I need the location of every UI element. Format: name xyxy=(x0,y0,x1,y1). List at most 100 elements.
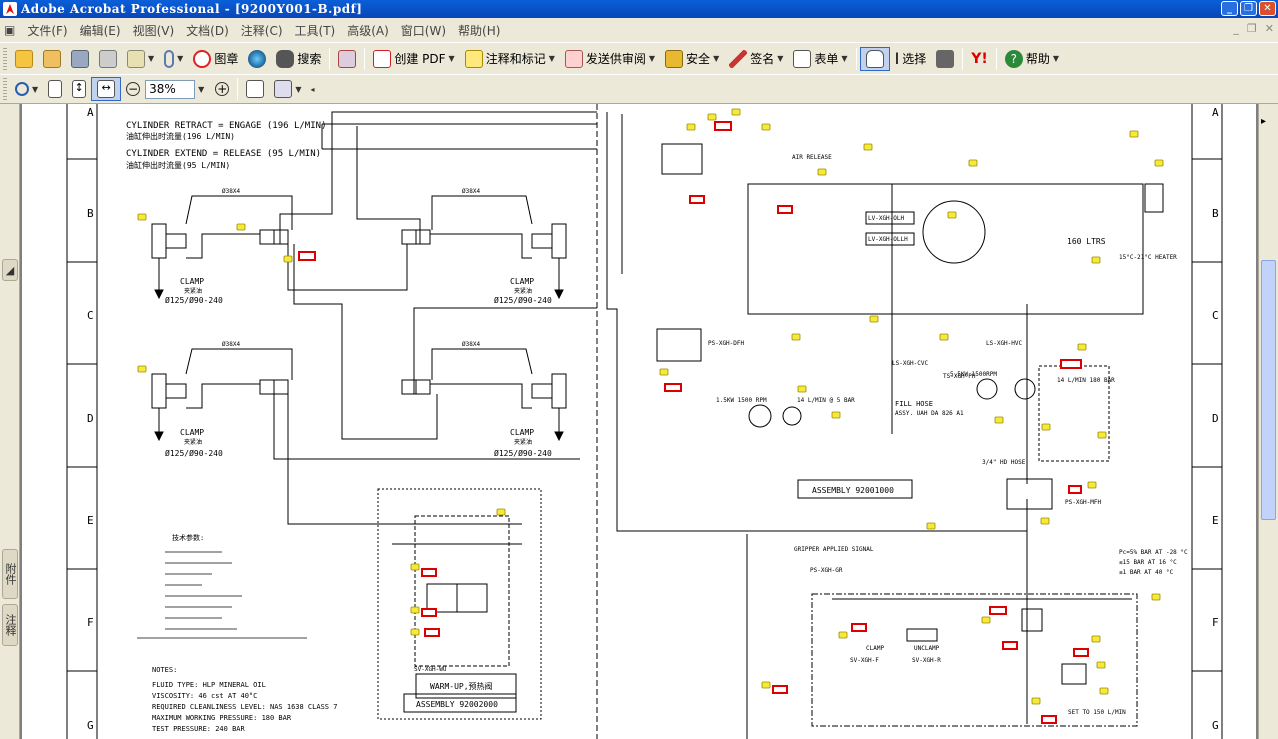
close-button[interactable]: ✕ xyxy=(1259,1,1276,16)
row-label: C xyxy=(87,309,94,322)
clamp-cn-label: 夹紧油 xyxy=(514,438,532,446)
navigation-panel: ◢ 附件 注释 xyxy=(0,104,20,739)
actual-size-button[interactable] xyxy=(43,77,67,101)
scroll-up-icon[interactable]: ▸ xyxy=(1261,116,1267,127)
menu-view[interactable]: 视图(V) xyxy=(132,23,175,38)
scroll-thumb[interactable] xyxy=(1261,260,1276,520)
doc-minimize-icon[interactable]: _ xyxy=(1233,22,1239,35)
doc-close-icon[interactable]: ✕ xyxy=(1264,22,1274,35)
gripper-signal: GRIPPER APPLIED SIGNAL xyxy=(794,546,874,553)
search-button[interactable]: 搜索 xyxy=(271,47,326,71)
help-icon: ? xyxy=(1004,49,1023,68)
row-label: B xyxy=(1212,207,1219,220)
vertical-scrollbar[interactable]: ▸ xyxy=(1258,104,1278,739)
create-pdf-icon xyxy=(373,49,392,68)
yahoo-button[interactable]: Y! xyxy=(966,47,993,71)
clamp-label: CLAMP xyxy=(180,428,204,437)
binoculars-icon xyxy=(276,49,295,68)
row-label: D xyxy=(87,412,94,425)
solenoid-tag: SV-XGH-F xyxy=(850,657,879,664)
menu-advanced[interactable]: 高级(A) xyxy=(347,23,389,38)
menu-file[interactable]: 文件(F) xyxy=(27,23,68,38)
zoom-field[interactable] xyxy=(145,79,196,99)
row-label: G xyxy=(1212,719,1219,732)
pressure-note: Pc=5% BAR AT -28 °C xyxy=(1119,549,1188,556)
lock-icon xyxy=(665,49,684,68)
cylinder-spec: Ø125/Ø90-240 xyxy=(494,448,552,458)
motor-rating: 5.5KW 1500RPM xyxy=(950,371,997,378)
page-icon xyxy=(48,80,63,98)
stamp-button[interactable]: 图章 xyxy=(188,47,243,71)
minimize-button[interactable]: _ xyxy=(1221,1,1238,16)
yahoo-icon: Y! xyxy=(971,50,988,67)
web-button[interactable] xyxy=(243,47,271,71)
hand-tool-button[interactable] xyxy=(859,46,890,71)
toolbar-expand-icon[interactable]: ◂ xyxy=(310,84,315,94)
menu-comments[interactable]: 注释(C) xyxy=(240,23,283,38)
zoom-tool-button[interactable]: ▼ xyxy=(10,77,43,101)
review-icon xyxy=(564,49,583,68)
row-label: G xyxy=(87,719,94,732)
clamp-cn-label: 夹紧油 xyxy=(184,438,202,446)
menu-edit[interactable]: 编辑(E) xyxy=(79,23,121,38)
doc-restore-icon[interactable]: ❐ xyxy=(1246,22,1257,35)
zoom-in-button[interactable]: + xyxy=(210,77,234,101)
menu-bar: ▣ 文件(F) 编辑(E) 视图(V) 文档(D) 注释(C) 工具(T) 高级… xyxy=(0,18,1278,42)
comment-markup-button[interactable]: 注释和标记▼ xyxy=(460,47,560,71)
fit-page-button[interactable]: ↕ xyxy=(67,77,91,101)
set-to-label: SET TO 150 L/MIN xyxy=(1068,709,1126,716)
help-button[interactable]: ?帮助▼ xyxy=(1000,47,1064,71)
organizer-button[interactable] xyxy=(38,47,66,71)
rotate-button[interactable] xyxy=(241,77,269,101)
menu-help[interactable]: 帮助(H) xyxy=(458,23,501,38)
row-label: E xyxy=(87,514,94,527)
stamp-icon xyxy=(193,49,212,68)
cylinder-extend-cn: 油缸伸出时流量(95 L/MIN) xyxy=(126,160,230,170)
sign-button[interactable]: 签名▼ xyxy=(724,47,788,71)
fit-width-button[interactable]: ↔ xyxy=(91,77,122,101)
zoom-dropdown-icon[interactable]: ▼ xyxy=(198,84,205,94)
menu-document[interactable]: 文档(D) xyxy=(186,23,229,38)
maximize-button[interactable]: ❐ xyxy=(1240,1,1257,16)
snapshot-button[interactable] xyxy=(931,47,959,71)
pressure-switch-tag: PS-XGH-MFH xyxy=(1065,499,1102,506)
email-button[interactable]: ▼ xyxy=(122,47,159,71)
organize-button[interactable] xyxy=(333,47,361,71)
cylinder-retract-cn: 油缸伸出时流量(196 L/MIN) xyxy=(126,131,235,141)
forms-button[interactable]: 表单▼ xyxy=(788,47,852,71)
level-switch-tag: LS-XGH-CVC xyxy=(892,360,929,367)
row-label: A xyxy=(1212,106,1219,119)
rotate-icon xyxy=(246,80,265,98)
pdf-page[interactable]: A B C D E F G A B C D E F G CYLINDER RET… xyxy=(22,104,1256,739)
cylinder-retract-text: CYLINDER RETRACT = ENGAGE (196 L/MIN) xyxy=(126,121,326,131)
hose-label: 3/4" HD HOSE xyxy=(982,459,1026,466)
attach-button[interactable]: ▼ xyxy=(159,47,188,71)
send-review-button[interactable]: 发送供审阅▼ xyxy=(560,47,660,71)
notes-title: NOTES: xyxy=(152,666,177,674)
pump-flow: 14 L/MIN 180 BAR xyxy=(1057,377,1115,384)
create-pdf-button[interactable]: 创建 PDF▼ xyxy=(368,47,459,71)
cylinder-spec: Ø125/Ø90-240 xyxy=(494,295,552,305)
form-icon xyxy=(793,49,812,68)
menu-tools[interactable]: 工具(T) xyxy=(294,23,336,38)
save-button[interactable] xyxy=(66,47,94,71)
secure-button[interactable]: 安全▼ xyxy=(660,47,724,71)
rotate-view-button[interactable]: ▼ xyxy=(269,77,306,101)
title-bar: Adobe Acrobat Professional - [9200Y001-B… xyxy=(0,0,1278,18)
pages-tab[interactable]: ◢ xyxy=(2,259,18,281)
note-line: VISCOSITY: 46 cst AT 40°C xyxy=(152,692,257,700)
assembly-label: ASSEMBLY 92002000 xyxy=(416,700,498,709)
cylinder-spec: Ø125/Ø90-240 xyxy=(165,448,223,458)
attachments-tab[interactable]: 附件 xyxy=(2,549,18,599)
pressure-switch-tag: PS-XGH-DFH xyxy=(708,340,745,347)
fill-hose-label: FILL HOSE xyxy=(895,400,933,408)
menu-window[interactable]: 窗口(W) xyxy=(400,23,447,38)
text-cursor-icon: I xyxy=(894,49,900,68)
zoom-out-button[interactable]: − xyxy=(121,77,145,101)
clamp-cn-label: 夹紧油 xyxy=(184,287,202,295)
open-button[interactable] xyxy=(10,47,38,71)
print-button[interactable] xyxy=(94,47,122,71)
hand-icon xyxy=(865,49,884,68)
comments-tab[interactable]: 注释 xyxy=(2,604,18,646)
